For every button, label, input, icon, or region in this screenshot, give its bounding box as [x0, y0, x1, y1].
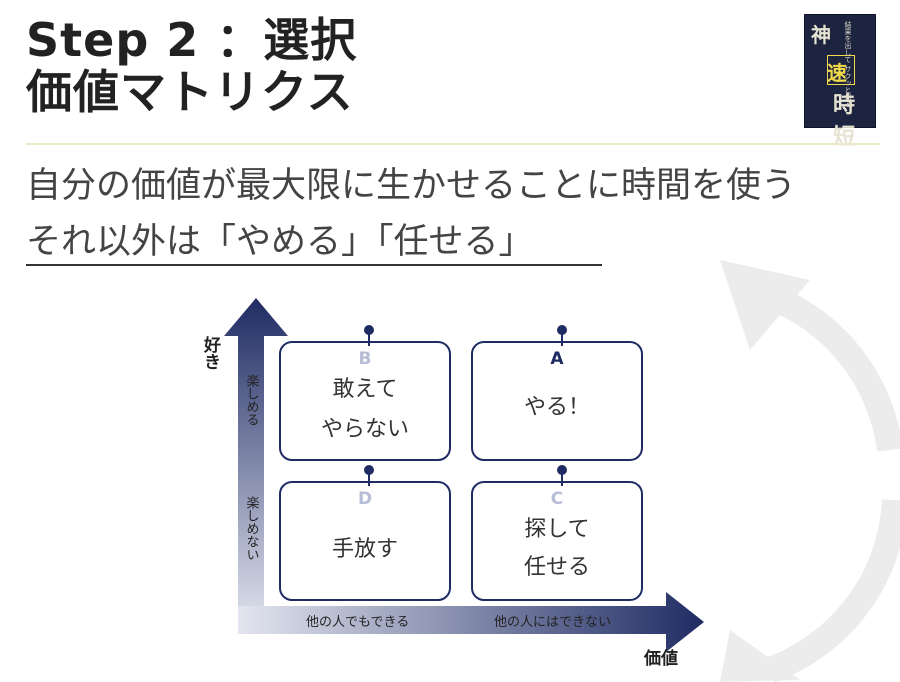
statement-line1: 自分の価値が最大限に生かせることに時間を使う	[26, 166, 797, 206]
book-subtitle: 結果を出して サクッと帰る	[844, 21, 852, 108]
quadrant-a-letter: A	[550, 349, 564, 369]
background-cycle-arrows	[720, 260, 900, 682]
quadrant-c-letter: C	[551, 489, 563, 509]
quadrant-a-card: A やる！	[471, 325, 643, 461]
pin-icon	[557, 325, 567, 335]
bg-arrowhead-upper	[720, 260, 810, 350]
slide-title-line1: Step 2 ：選択	[26, 13, 358, 67]
bg-arc-lower	[765, 499, 900, 682]
statement-line2: それ以外は「やめる」「任せる」	[26, 222, 534, 262]
x-label-others-cannot: 他の人にはできない	[494, 615, 611, 630]
quadrant-b-text-line1: 敢えて	[333, 377, 398, 402]
y-label-not-enjoyable: 楽しめない	[244, 495, 260, 561]
y-axis-title: 好き	[200, 335, 222, 370]
slide-title-line2: 価値マトリクス	[26, 65, 354, 119]
y-axis-arrow	[224, 298, 288, 632]
x-label-others-can: 他の人でもできる	[306, 615, 409, 630]
y-label-enjoyable: 楽しめる	[244, 373, 260, 426]
pin-icon	[364, 325, 374, 335]
quadrant-b-card: B 敢えて やらない	[279, 325, 451, 461]
quadrant-a-text-line1: やる！	[524, 395, 590, 420]
pin-icon	[364, 465, 374, 475]
title-divider	[26, 143, 880, 145]
value-matrix-diagram: 好き 価値 楽しめる 楽しめない 他の人でもできる 他の人にはできない B 敢え…	[200, 298, 704, 669]
x-axis-arrow	[238, 592, 704, 652]
x-axis-title: 価値	[643, 648, 678, 669]
quadrant-c-card: C 探して 任せる	[471, 465, 643, 601]
book-title-line2: 速	[827, 61, 847, 85]
quadrant-d-card: D 手放す	[279, 465, 451, 601]
pin-icon	[557, 465, 567, 475]
quadrant-d-text-line1: 手放す	[332, 537, 398, 562]
book-cover-image: 神 速 時短 結果を出して サクッと帰る	[804, 14, 876, 150]
book-title-line3: 時短	[833, 93, 856, 150]
quadrant-b-text-line2: やらない	[321, 417, 409, 442]
quadrant-c-text-line1: 探して	[524, 517, 589, 542]
quadrant-b-letter: B	[359, 349, 372, 369]
book-title-line1: 神	[811, 23, 831, 47]
statement-underline	[26, 264, 602, 266]
quadrant-c-text-line2: 任せる	[524, 555, 590, 580]
quadrant-d-letter: D	[358, 489, 372, 509]
book-cover-frame	[827, 55, 855, 85]
bg-arrowhead-lower	[720, 630, 800, 682]
